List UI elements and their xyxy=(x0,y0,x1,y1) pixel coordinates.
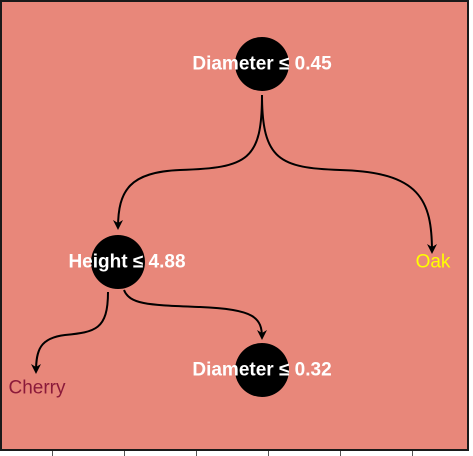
height-node-label: Height ≤ 4.88 xyxy=(68,251,186,273)
diameter2-node-label: Diameter ≤ 0.32 xyxy=(192,359,332,381)
axis-tick xyxy=(268,451,269,456)
edge-height-to-cherry xyxy=(31,291,109,374)
diameter2-node xyxy=(235,343,289,397)
leaf-oak: Oak xyxy=(415,251,451,273)
edge-root-to-oak xyxy=(261,94,437,254)
axis-tick xyxy=(196,451,197,456)
leaf-cherry: Cherry xyxy=(8,377,66,399)
axis-tick xyxy=(412,451,413,456)
axis-tick xyxy=(52,451,53,456)
axis-tick xyxy=(340,451,341,456)
edge-root-to-height xyxy=(113,94,263,230)
root-node-label: Diameter ≤ 0.45 xyxy=(192,53,332,75)
axis-tick xyxy=(124,451,125,456)
height-node xyxy=(91,235,145,289)
root-node xyxy=(235,37,289,91)
edge-height-to-diameter2 xyxy=(123,289,267,340)
